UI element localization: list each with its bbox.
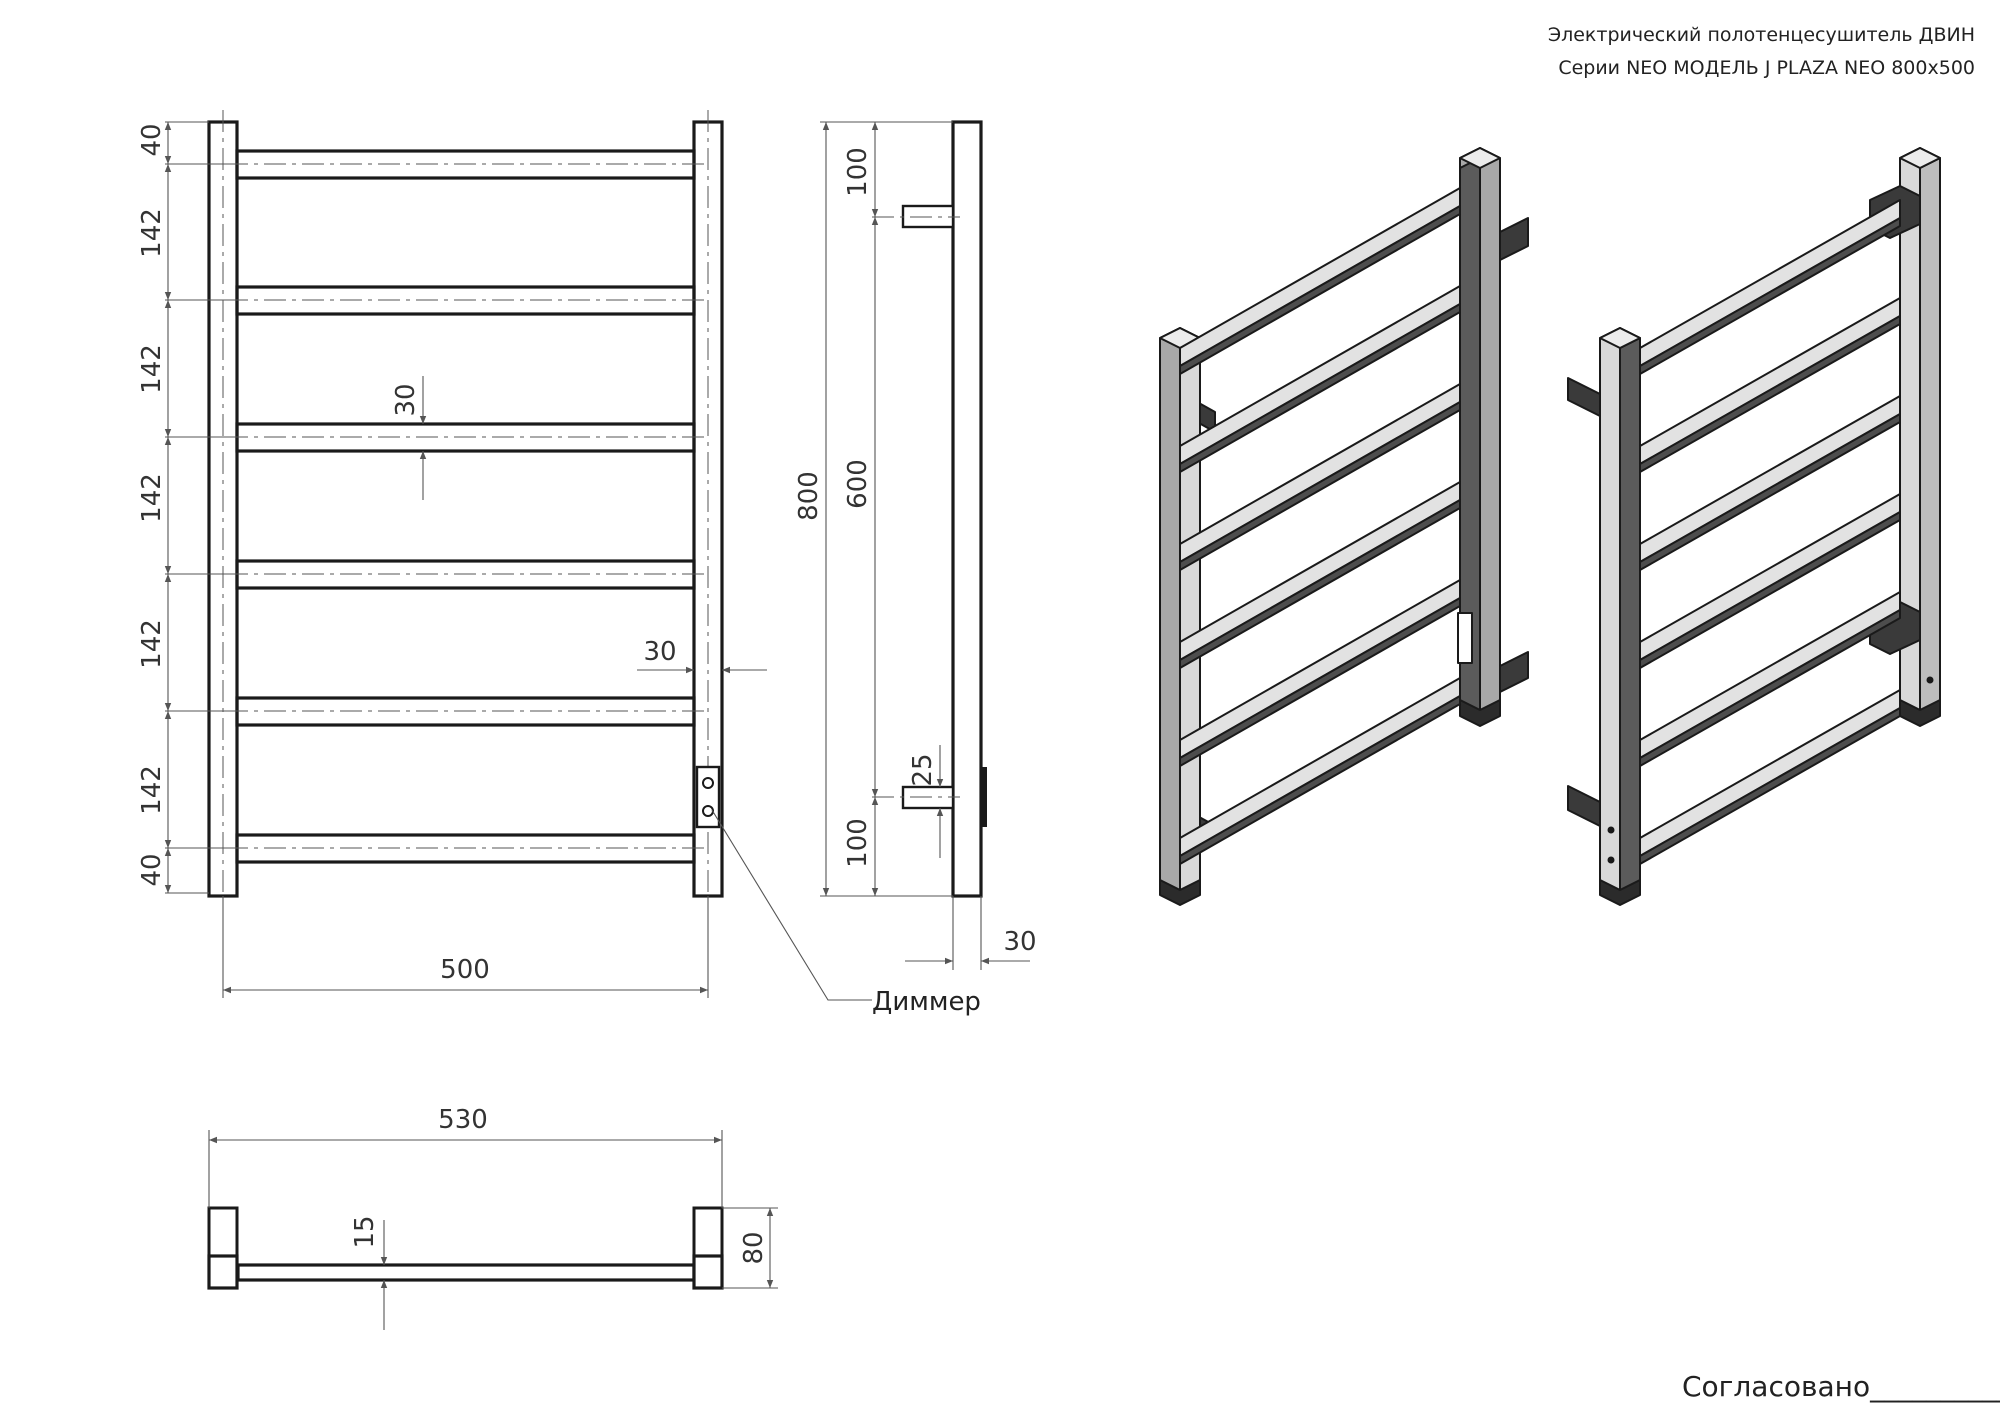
dimmer-box — [695, 765, 721, 829]
front-view: 40 142 142 142 142 142 40 30 30 500 Димм… — [137, 110, 981, 1017]
rails — [226, 149, 706, 864]
iso2-bracket-left-bottom — [1567, 785, 1601, 827]
dim-30-depth: 30 — [1003, 927, 1036, 957]
dim-30-rail: 30 — [643, 637, 676, 667]
dim-142-c: 142 — [137, 473, 167, 523]
side-post — [951, 120, 983, 898]
top-right-cap — [692, 1254, 724, 1290]
top-bar — [236, 1263, 696, 1282]
iso2-bracket-left-top — [1567, 377, 1601, 417]
dim-40-bottom: 40 — [137, 853, 167, 886]
iso1-bracket-right-top — [1499, 217, 1529, 261]
dim-15: 15 — [350, 1215, 380, 1248]
dim-142-d: 142 — [137, 619, 167, 669]
dimmer-label: Диммер — [872, 987, 981, 1017]
dim-25: 25 — [908, 753, 938, 786]
side-view: 800 100 600 100 25 30 — [794, 120, 1037, 970]
side-dimmer — [981, 767, 987, 827]
dim-100-bottom: 100 — [843, 818, 873, 868]
top-right-block — [692, 1206, 724, 1290]
dim-530: 530 — [438, 1105, 488, 1135]
isometric-view-rear — [1567, 147, 1941, 906]
dim-100-top: 100 — [843, 147, 873, 197]
iso1-rails — [1179, 187, 1461, 865]
dimmer-knob-top — [702, 777, 714, 789]
dim-142-b: 142 — [137, 344, 167, 394]
top-left-block — [207, 1206, 239, 1290]
dim-600: 600 — [843, 459, 873, 509]
top-left-cap — [207, 1254, 239, 1290]
dim-30-bar: 30 — [391, 383, 421, 416]
iso2-rails — [1639, 199, 1901, 865]
drawing-title-line2: Серии NEO МОДЕЛЬ J PLAZA NEO 800х500 — [1558, 57, 1975, 79]
isometric-view-front — [1159, 147, 1529, 906]
iso1-dimmer — [1457, 612, 1473, 664]
approval-signature-line: Согласовано____________ — [1682, 1370, 2000, 1403]
dim-142-e: 142 — [137, 765, 167, 815]
dim-500: 500 — [440, 955, 490, 985]
iso1-bracket-right-bottom — [1499, 651, 1529, 693]
drawing-title-line1: Электрический полотенцесушитель ДВИН — [1548, 24, 1975, 46]
dim-40-top: 40 — [137, 123, 167, 156]
dim-800: 800 — [794, 471, 824, 521]
dim-142-a: 142 — [137, 208, 167, 258]
top-view: 530 15 80 — [207, 1105, 778, 1330]
dim-80: 80 — [739, 1231, 769, 1264]
